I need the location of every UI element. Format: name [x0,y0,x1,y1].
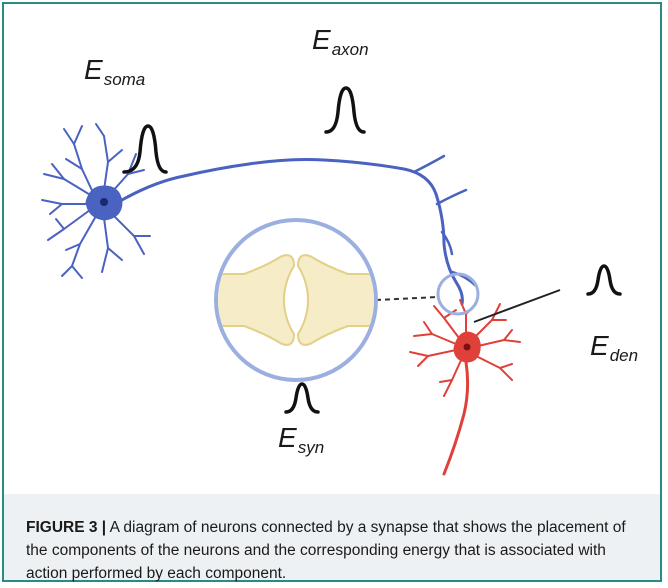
label-e-syn-sub: syn [298,438,324,457]
label-e-syn: Esyn [278,424,324,452]
zoom-connector-dashed [376,297,438,300]
label-e-den-sub: den [610,346,638,365]
axon-pulse-icon [326,88,364,132]
postsynaptic-neuron [410,300,520,474]
label-e-soma: Esoma [84,56,145,84]
label-e-soma-sub: soma [104,70,146,89]
label-e-axon-sub: axon [332,40,369,59]
figure-number: FIGURE 3 | [26,519,106,536]
den-pulse-icon [588,266,620,294]
syn-pulse-icon [286,384,318,412]
dendrite-pointer-line [474,290,560,322]
caption-text: A diagram of neurons connected by a syna… [26,519,626,582]
label-e-den-main: E [590,330,609,361]
label-e-den: Eden [590,332,638,360]
label-e-syn-main: E [278,422,297,453]
soma-pulse-icon [124,126,166,172]
label-e-axon-main: E [312,24,331,55]
synapse-zoom [204,220,388,380]
figure-caption: FIGURE 3 | A diagram of neurons connecte… [4,494,660,580]
label-e-soma-main: E [84,54,103,85]
synapse-highlight-circle [438,274,478,314]
label-e-axon: Eaxon [312,26,369,54]
figure-frame: Esoma Eaxon Eden Esyn FIGURE 3 | A diagr… [2,2,662,582]
